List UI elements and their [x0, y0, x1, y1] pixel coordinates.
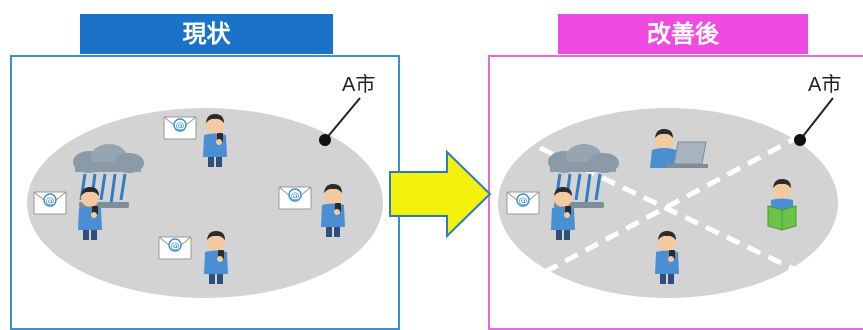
before-city-pointer [324, 97, 361, 141]
email-icon [158, 236, 192, 260]
after-city-pointer-dot [794, 134, 806, 146]
email-icon [33, 191, 67, 215]
before-city-label: A市 [342, 74, 376, 96]
email-icon [506, 191, 540, 215]
person-reading-book-icon [767, 179, 797, 231]
after-city-label: A市 [808, 74, 842, 96]
email-icon [278, 186, 312, 210]
before-city-pointer-dot [319, 134, 331, 146]
improvement-arrow [389, 149, 492, 239]
before-title: 現状 [80, 14, 333, 54]
email-icon [163, 116, 197, 140]
person-with-laptop-icon [650, 129, 708, 168]
after-city-pointer [799, 97, 834, 141]
after-title: 改善後 [558, 14, 808, 54]
